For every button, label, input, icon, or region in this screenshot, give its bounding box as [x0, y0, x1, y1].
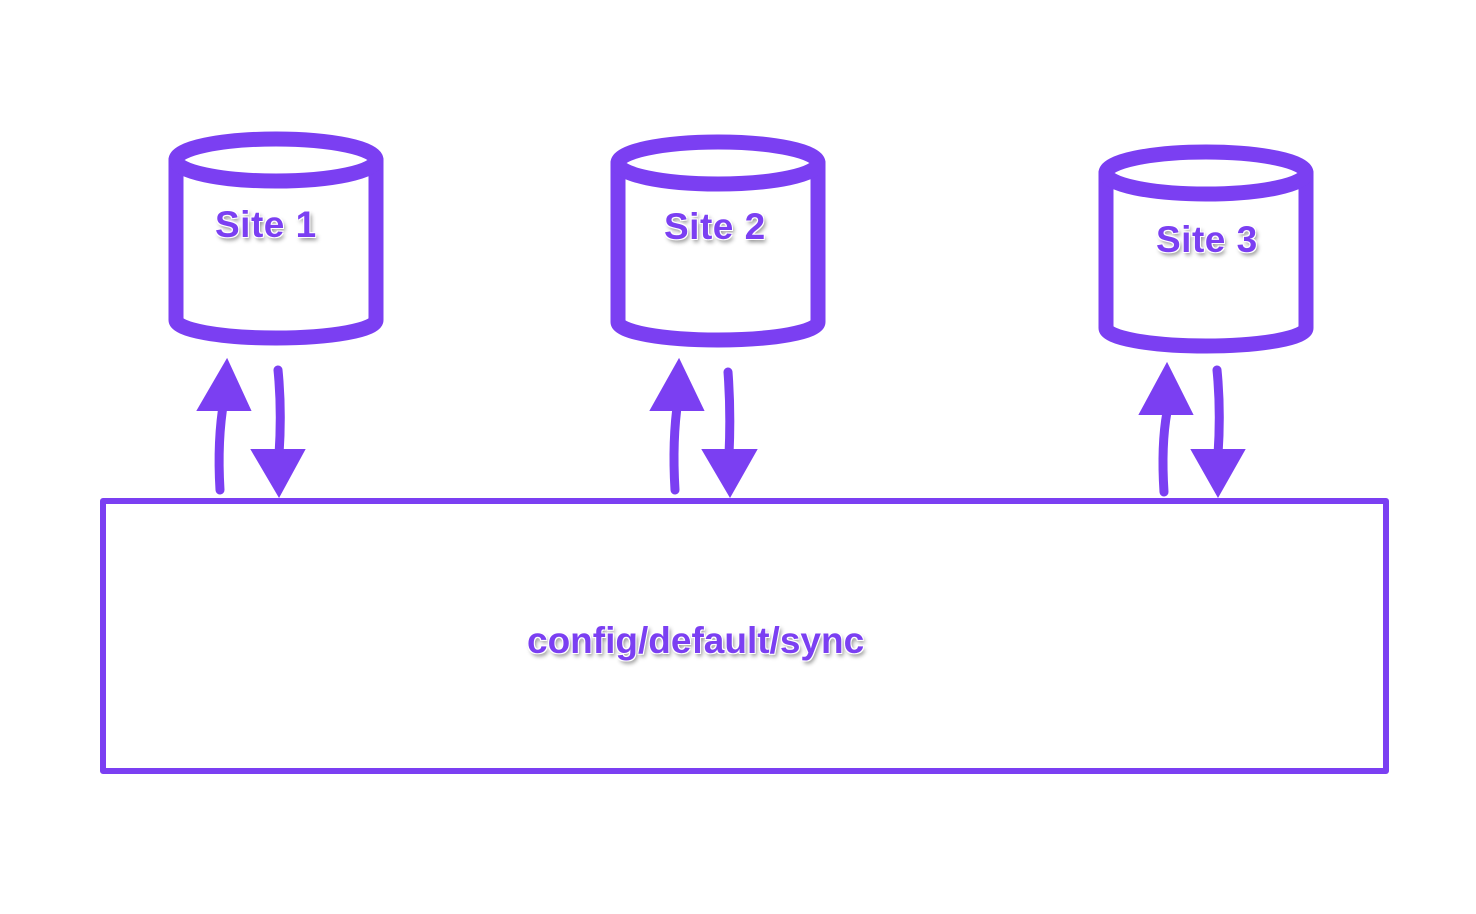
site-1-label: Site 1 — [215, 204, 317, 245]
site-3-label: Site 3 — [1156, 219, 1258, 260]
site-1-database-icon — [168, 131, 384, 346]
site-2-upload-arrow-icon — [649, 357, 705, 495]
site-2-database-icon — [610, 134, 826, 348]
site-3-upload-arrow-icon — [1138, 361, 1194, 497]
site-1-upload-arrow-icon — [196, 357, 252, 495]
site-1-download-arrow-icon — [250, 365, 306, 499]
site-2-download-arrow-icon — [701, 367, 758, 499]
site-3-database-icon — [1098, 144, 1314, 354]
site-3-download-arrow-icon — [1190, 365, 1246, 499]
config-sync-label: config/default/sync — [527, 620, 865, 661]
config-sync-box — [100, 498, 1389, 774]
site-2-label: Site 2 — [664, 206, 766, 247]
